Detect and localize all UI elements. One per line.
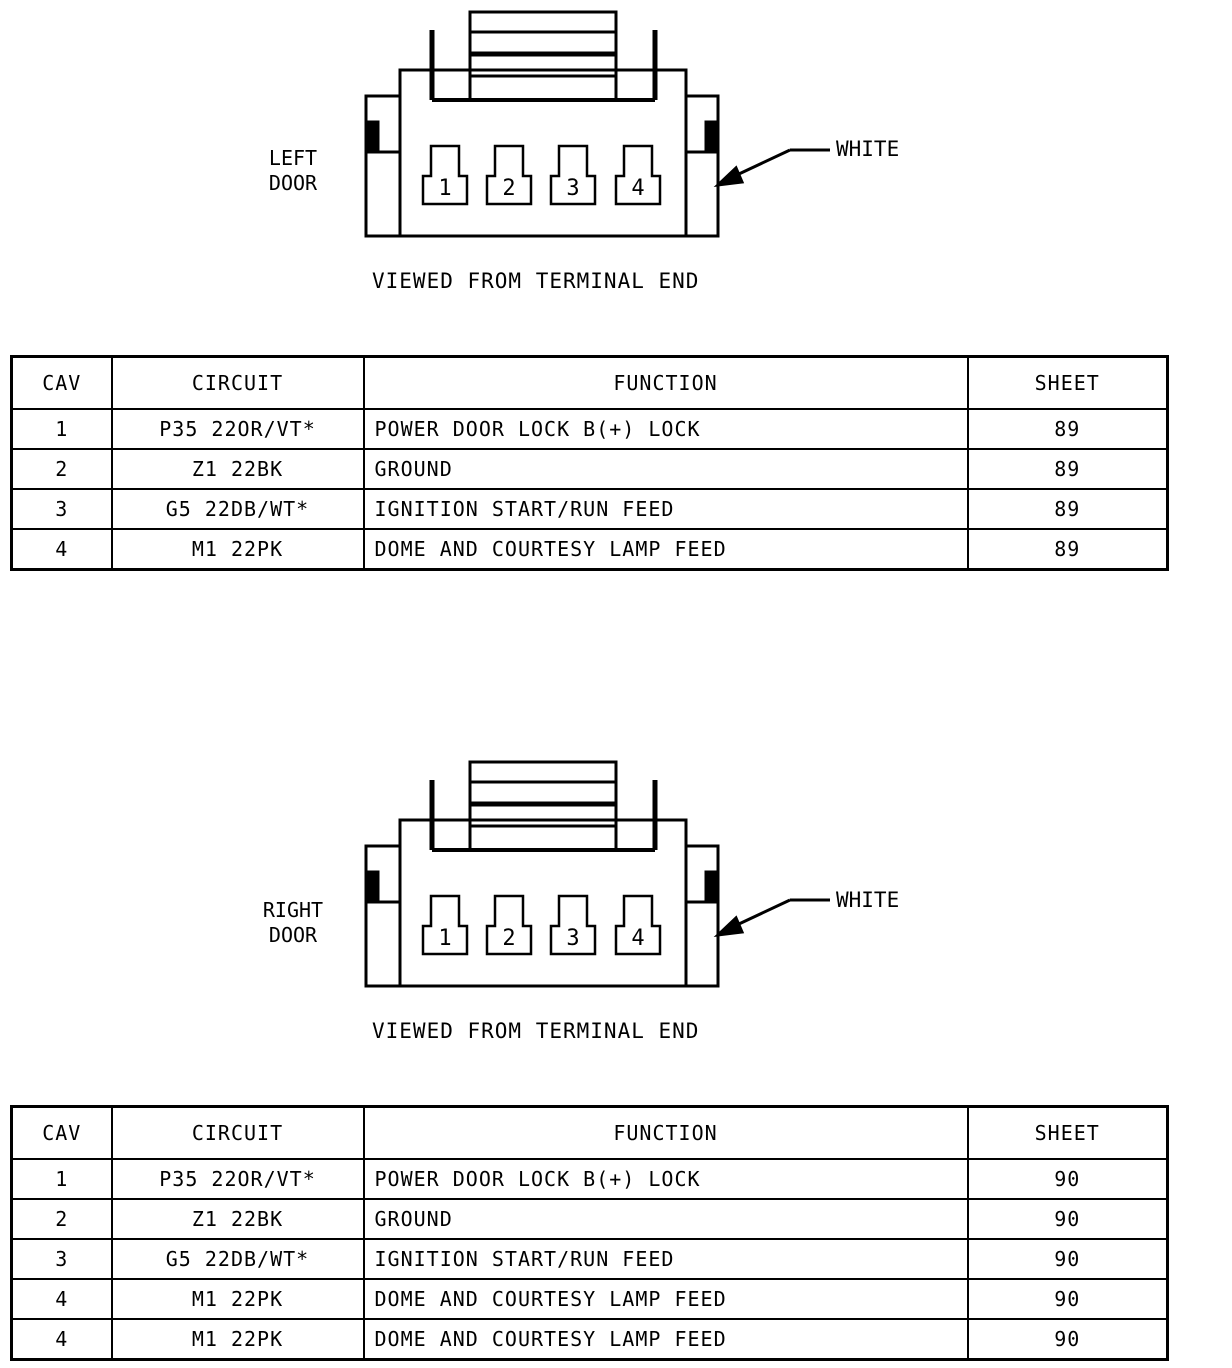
cav-cell: 2 — [10, 448, 113, 490]
cav-cell: 4 — [10, 1278, 113, 1320]
function-cell: GROUND — [362, 448, 969, 490]
header-circuit: CIRCUIT — [110, 355, 365, 410]
cavity-number: 3 — [566, 176, 579, 201]
table-row: 1 P35 22OR/VT* POWER DOOR LOCK B(+) LOCK… — [10, 408, 1169, 450]
sheet-cell: 90 — [966, 1318, 1169, 1361]
left-door-label: LEFT DOOR — [268, 146, 318, 195]
sheet-cell: 89 — [966, 448, 1169, 490]
table-row: 3 G5 22DB/WT* IGNITION START/RUN FEED 90 — [10, 1238, 1169, 1280]
circuit-cell: G5 22DB/WT* — [110, 1238, 365, 1280]
sheet-cell: 90 — [966, 1198, 1169, 1240]
cav-cell: 2 — [10, 1198, 113, 1240]
cav-cell: 3 — [10, 488, 113, 530]
cavity-number: 4 — [631, 926, 644, 951]
cavity-number: 1 — [438, 926, 451, 951]
circuit-cell: Z1 22BK — [110, 1198, 365, 1240]
function-cell: POWER DOOR LOCK B(+) LOCK — [362, 408, 969, 450]
function-cell: POWER DOOR LOCK B(+) LOCK — [362, 1158, 969, 1200]
circuit-cell: G5 22DB/WT* — [110, 488, 365, 530]
cav-cell: 1 — [10, 1158, 113, 1200]
table-row: 2 Z1 22BK GROUND 90 — [10, 1198, 1169, 1240]
function-cell: GROUND — [362, 1198, 969, 1240]
right-door-label: RIGHT DOOR — [262, 898, 324, 947]
header-sheet: SHEET — [966, 355, 1169, 410]
cavity-number: 3 — [566, 926, 579, 951]
right-door-pin-table: CAV CIRCUIT FUNCTION SHEET 1 P35 22OR/VT… — [10, 1105, 1169, 1361]
sheet-cell: 90 — [966, 1158, 1169, 1200]
header-circuit: CIRCUIT — [110, 1105, 365, 1160]
table-row: 4 M1 22PK DOME AND COURTESY LAMP FEED 90 — [10, 1318, 1169, 1361]
table-row: 4 M1 22PK DOME AND COURTESY LAMP FEED 90 — [10, 1278, 1169, 1320]
table-header-row: CAV CIRCUIT FUNCTION SHEET — [10, 1105, 1169, 1160]
right-door-connector: 1 2 3 4 — [366, 762, 830, 986]
sheet-cell: 89 — [966, 528, 1169, 571]
header-function: FUNCTION — [362, 1105, 969, 1160]
table-row: 1 P35 22OR/VT* POWER DOOR LOCK B(+) LOCK… — [10, 1158, 1169, 1200]
table-row: 2 Z1 22BK GROUND 89 — [10, 448, 1169, 490]
circuit-cell: P35 22OR/VT* — [110, 408, 365, 450]
left-view-caption: VIEWED FROM TERMINAL END — [372, 269, 700, 293]
circuit-cell: Z1 22BK — [110, 448, 365, 490]
table-header-row: CAV CIRCUIT FUNCTION SHEET — [10, 355, 1169, 410]
table-row: 4 M1 22PK DOME AND COURTESY LAMP FEED 89 — [10, 528, 1169, 571]
function-cell: DOME AND COURTESY LAMP FEED — [362, 528, 969, 571]
right-view-caption: VIEWED FROM TERMINAL END — [372, 1019, 700, 1043]
sheet-cell: 90 — [966, 1238, 1169, 1280]
circuit-cell: P35 22OR/VT* — [110, 1158, 365, 1200]
table-row: 3 G5 22DB/WT* IGNITION START/RUN FEED 89 — [10, 488, 1169, 530]
left-door-connector: 1 2 3 4 — [366, 12, 830, 236]
header-cav: CAV — [10, 1105, 113, 1160]
left-door-pin-table: CAV CIRCUIT FUNCTION SHEET 1 P35 22OR/VT… — [10, 355, 1169, 571]
sheet-cell: 89 — [966, 488, 1169, 530]
circuit-cell: M1 22PK — [110, 528, 365, 571]
cav-cell: 4 — [10, 528, 113, 571]
cav-cell: 4 — [10, 1318, 113, 1361]
header-function: FUNCTION — [362, 355, 969, 410]
cavity-number: 2 — [502, 926, 515, 951]
cav-cell: 1 — [10, 408, 113, 450]
sheet-cell: 89 — [966, 408, 1169, 450]
cavity-number: 1 — [438, 176, 451, 201]
circuit-cell: M1 22PK — [110, 1278, 365, 1320]
header-sheet: SHEET — [966, 1105, 1169, 1160]
function-cell: IGNITION START/RUN FEED — [362, 1238, 969, 1280]
left-color-callout: WHITE — [836, 137, 900, 161]
cavity-number: 4 — [631, 176, 644, 201]
cav-cell: 3 — [10, 1238, 113, 1280]
function-cell: DOME AND COURTESY LAMP FEED — [362, 1318, 969, 1361]
header-cav: CAV — [10, 355, 113, 410]
right-color-callout: WHITE — [836, 888, 900, 912]
cavity-number: 2 — [502, 176, 515, 201]
function-cell: DOME AND COURTESY LAMP FEED — [362, 1278, 969, 1320]
function-cell: IGNITION START/RUN FEED — [362, 488, 969, 530]
sheet-cell: 90 — [966, 1278, 1169, 1320]
circuit-cell: M1 22PK — [110, 1318, 365, 1361]
